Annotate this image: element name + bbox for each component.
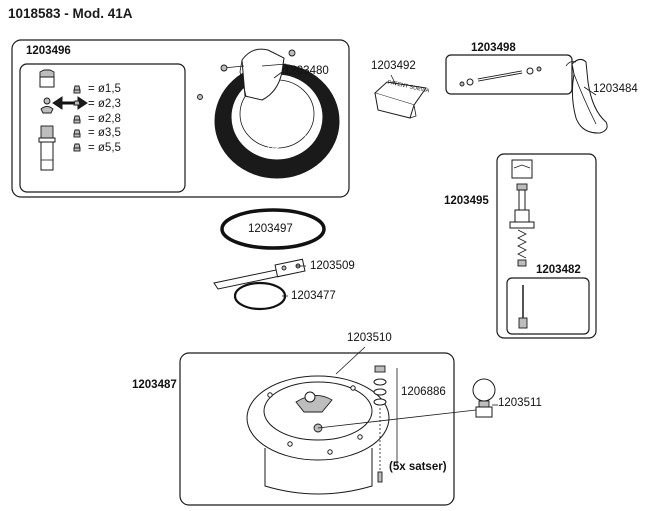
pin-1203498	[459, 66, 542, 87]
group-label-1203482: 1203482	[536, 264, 581, 276]
part-label-1206886: 1206886	[401, 386, 446, 398]
frame-1203498	[445, 54, 573, 95]
part-label-1203497: 1203497	[248, 223, 293, 235]
group-label-1203496: 1203496	[26, 45, 71, 57]
valve-assembly-1203495	[509, 159, 535, 267]
part-label-1203480: 1203480	[284, 65, 329, 77]
lever-1203509	[213, 258, 306, 290]
base-bowl-1203487	[246, 375, 477, 495]
frame-nozzle-set	[19, 63, 186, 193]
pin-1203482	[518, 285, 528, 329]
ball-valve-1203511	[472, 378, 496, 418]
frame-1203495	[496, 153, 597, 339]
screw-note: (5x satser)	[389, 461, 447, 473]
cover-1203492	[374, 81, 427, 119]
diameter-label-2: = ø2,3	[88, 98, 121, 110]
part-label-1203509: 1203509	[310, 260, 355, 272]
tongue-1203484	[565, 58, 608, 134]
screw-stack-1206886	[373, 365, 398, 483]
diameter-label-3: = ø2,8	[88, 113, 121, 125]
oring-1203497	[220, 208, 326, 250]
double-arrow-icon	[52, 96, 88, 110]
page-title: 1018583 - Mod. 41A	[8, 6, 133, 21]
part-label-1203511: 1203511	[498, 397, 542, 409]
frame-1203482	[506, 277, 590, 335]
part-label-1203477: 1203477	[291, 290, 336, 302]
part-label-1203484: 1203484	[593, 83, 638, 95]
nozzle-assembly	[38, 69, 56, 171]
diameter-label-1: = ø1,5	[88, 83, 121, 95]
frame-1203487	[179, 352, 455, 506]
group-label-1203498: 1203498	[471, 42, 516, 54]
diameter-label-5: = ø5,5	[88, 142, 121, 154]
group-label-1203495: 1203495	[444, 195, 489, 207]
leader-lines	[273, 71, 597, 406]
part-label-1203492: 1203492	[371, 60, 416, 72]
bowl-1203480	[197, 48, 340, 179]
diameter-label-4: = ø3,5	[88, 127, 121, 139]
frame-1203496	[11, 39, 350, 198]
part-label-1203510: 1203510	[347, 332, 392, 344]
group-label-1203487: 1203487	[132, 379, 177, 391]
oring-1203477	[233, 281, 287, 311]
nozzle-size-icons	[73, 85, 81, 152]
